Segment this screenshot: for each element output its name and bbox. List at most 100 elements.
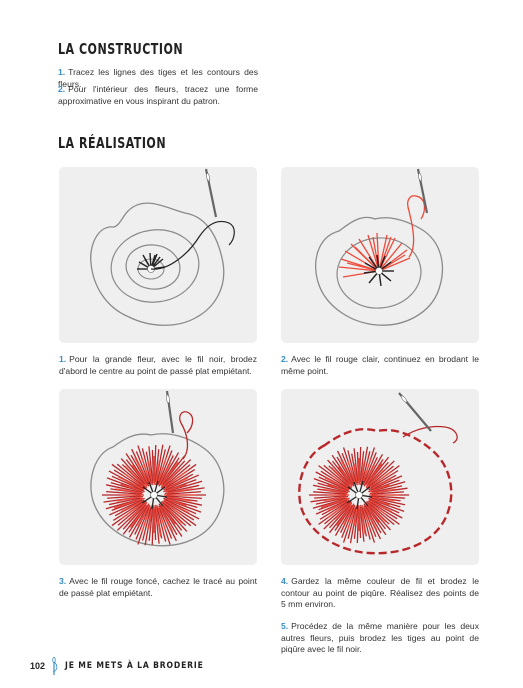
step-text: Gardez la même couleur de fil et brodez … [281,576,479,609]
illustration-step-4 [281,389,479,565]
stitch [128,503,150,538]
stitch [363,503,382,534]
stitch [125,453,148,485]
stitch [163,469,189,489]
stitch [341,504,356,538]
stitch [318,476,349,491]
flower-center-black-illustration [90,168,235,326]
realisation-step-3: 3.Avec le fil rouge foncé, cachez le tra… [59,576,257,599]
stitch [314,495,347,499]
stitch [363,507,377,537]
step-text: Procédez de la même manière pour les deu… [281,621,479,654]
stitch [116,496,142,502]
stitch [128,501,148,521]
stitch [153,508,157,540]
step-text: Tracez les lignes des tiges et les conto… [58,67,258,89]
stitch [331,454,353,485]
stitch [346,508,356,531]
stitch [135,451,150,483]
realisation-step-5: 5.Procédez de la même manière pour les d… [281,621,479,656]
stitch [106,491,143,495]
stitch [158,503,178,536]
illustration-step-1 [59,167,257,343]
stitch [162,500,195,521]
dark-red-stitches [309,446,409,544]
stitch [370,470,399,489]
stitch [327,501,350,519]
stitch [159,507,174,532]
stitch [158,507,173,539]
stitch [370,496,395,502]
stitch [162,504,188,532]
stitch [359,451,365,483]
stitch [371,488,396,494]
book-title: JE ME METS À LA BRODERIE [65,661,204,671]
stitch [361,507,371,540]
stitch [120,500,142,513]
stitch [155,507,162,537]
stitch [315,497,346,505]
stitch [124,473,144,488]
stitch [362,458,372,482]
stitch [319,501,348,520]
stitch [366,463,383,485]
step-text: Avec le fil rouge clair, continuez en br… [281,354,479,376]
section-heading-realisation: LA RÉALISATION [58,134,167,152]
stitch [368,470,392,489]
stitch [113,469,146,490]
stitch [154,449,160,483]
stitch [166,491,201,495]
stitch [361,505,371,529]
stitch [151,450,155,482]
stitch [108,497,141,506]
stitch [367,456,390,485]
needle-icon [52,657,58,675]
stitch [161,461,179,485]
stitch [320,497,349,508]
stitch [353,507,359,539]
step-text: Pour l'intérieur des fleurs, tracez une … [58,84,258,106]
stitch [161,464,191,490]
stitch [371,491,404,495]
flower-light-red-illustration [315,168,443,326]
stitch [164,483,187,493]
dark-red-stitches [102,444,206,546]
stitch [312,484,349,494]
stitch [141,506,152,541]
stitch [323,464,352,490]
illustration-step-2 [281,167,479,343]
step-number: 2. [281,354,289,364]
stitch [369,499,400,514]
stitch [105,484,144,494]
stitch [358,508,362,538]
stitch [313,491,348,495]
stitch [141,508,151,533]
stitch [162,455,186,485]
stitch [331,474,349,488]
stitch [120,458,146,486]
stitch [164,502,183,517]
stitch [154,506,160,544]
stitch [131,464,148,486]
stitch [363,464,376,486]
stitch [359,506,365,542]
stitch [160,505,183,537]
stitch [356,452,360,482]
stitch [158,462,171,486]
stitch [164,499,197,515]
stitch [141,448,152,483]
page-footer: 102 JE ME METS À LA BRODERIE [30,656,228,676]
stitch [165,496,192,502]
stitch [368,499,393,513]
stitch [160,460,186,488]
stitch [108,499,143,516]
stitch [120,501,145,520]
stitch [124,465,148,489]
stitch [327,484,346,492]
construction-step-1: 1.Tracez les lignes des tiges et les con… [58,67,258,90]
stitch [340,459,354,483]
stitch [156,507,167,542]
stitch [167,484,200,493]
step-text: Avec le fil rouge foncé, cachez le tracé… [59,576,257,598]
stitch [166,488,193,494]
